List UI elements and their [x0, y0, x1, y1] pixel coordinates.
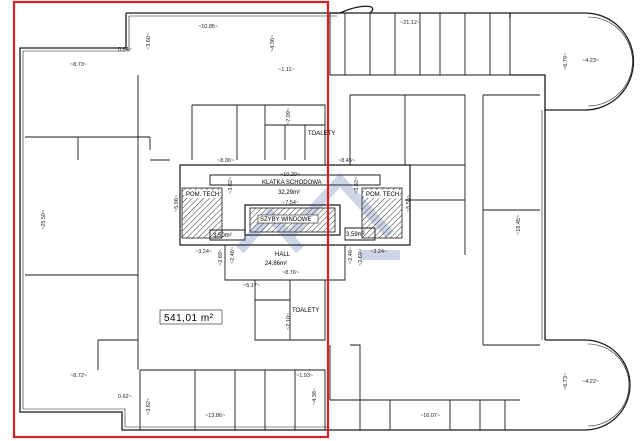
dim-8-45: ~8.45~ [338, 158, 355, 164]
dimension-labels: ~10.85~ ~21.12~ ~8.73~ ~8.72~ ~13.86~ ~1… [41, 20, 599, 419]
label-klatka-area: 32,29m² [278, 190, 300, 196]
dim-3-82-a: ~3.82~ [228, 177, 234, 194]
dim-3-60: ~3.60~ [146, 33, 152, 50]
dim-4-22: ~4.22~ [582, 379, 599, 385]
dim-8-76: ~8.76~ [282, 270, 299, 276]
dim-3-24-left: ~3.24~ [195, 249, 212, 255]
label-pom-tech-left: POM. TECH. [186, 192, 221, 198]
dim-4-36-bottom: ~4.36~ [312, 388, 318, 405]
dim-3-62: ~3.62~ [146, 398, 152, 415]
label-small-right-area: 3,59m² [346, 232, 365, 238]
dim-21-12: ~21.12~ [400, 20, 420, 26]
room-labels: KLATKA SCHODOWA 32,29m² SZYBY WINDOWE HA… [159, 131, 401, 325]
dim-3-24-right: ~3.24~ [370, 249, 387, 255]
building-outline [19, 5, 635, 431]
dim-10-85: ~10.85~ [198, 24, 218, 30]
dim-6-73: ~6.73~ [563, 373, 569, 390]
dim-3-82-b: ~3.82~ [354, 177, 360, 194]
dim-4-23: ~4.23~ [582, 58, 599, 64]
interior-walls [25, 13, 540, 430]
dim-2-46-a: ~2.46~ [230, 247, 236, 264]
dim-2-46-b: ~2.46~ [348, 247, 354, 264]
dim-5-96: ~5.96~ [174, 195, 180, 212]
label-toalety-bottom: TOALETY [292, 308, 319, 314]
dim-16-07: ~16.07~ [420, 413, 440, 419]
label-szyby: SZYBY WINDOWE [260, 217, 312, 223]
dim-2-69-a: ~2.69~ [218, 249, 224, 266]
label-total-area: 541,01 m² [164, 313, 214, 324]
dim-2-69-b: ~2.69~ [358, 249, 364, 266]
dim-13-86: ~13.86~ [205, 413, 225, 419]
label-hall-area: 24,86m² [265, 261, 287, 267]
dim-18-45: ~18.45~ [516, 215, 522, 235]
dim-8-73: ~8.73~ [70, 62, 87, 68]
label-klatka: KLATKA SCHODOWA [262, 180, 322, 186]
dim-1-11: ~1.11~ [278, 67, 295, 73]
dim-1-93: ~1.93~ [296, 373, 313, 379]
dim-6-79: ~6.79~ [563, 53, 569, 70]
label-toalety-top: TOALETY [308, 131, 335, 137]
dim-8-36: ~8.36~ [217, 158, 234, 164]
dim-7-09: ~7.09~ [286, 108, 292, 125]
label-hall: HALL [275, 252, 291, 258]
dim-7-54: ~7.54~ [282, 200, 299, 206]
dim-25-50: ~25.50~ [41, 210, 47, 230]
label-pom-tech-right: POM. TECH. [366, 192, 401, 198]
dim-5-55: ~5.55~ [406, 195, 412, 212]
dim-0-62: 0.62~ [118, 394, 132, 400]
dim-4-36-top: ~4.36~ [270, 35, 276, 52]
dim-8-72: ~8.72~ [70, 373, 87, 379]
dim-7-10: ~7.10~ [286, 313, 292, 330]
dim-5-17: ~5.17~ [243, 283, 260, 289]
dim-0-64: 0.64~ [118, 47, 132, 53]
dim-10-20: ~10.20~ [280, 172, 300, 178]
label-small-left-area: 3,50m² [213, 233, 232, 239]
highlight-rectangle [12, 0, 330, 439]
